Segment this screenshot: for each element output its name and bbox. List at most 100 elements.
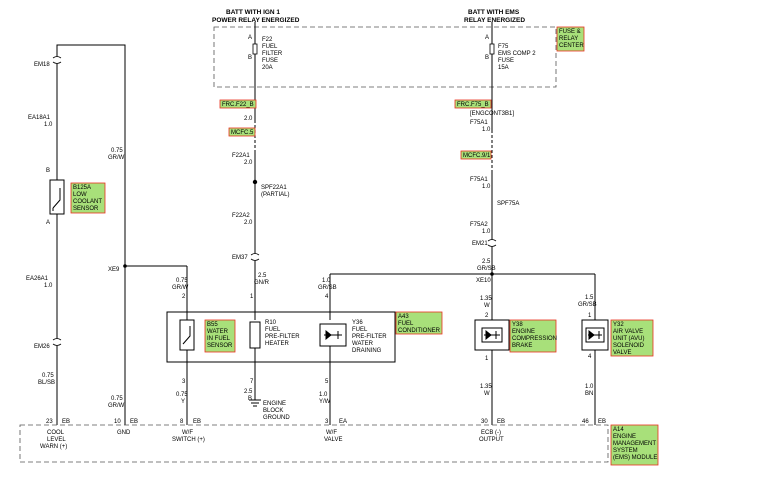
y36-label-3: PRE-FILTER bbox=[352, 334, 387, 340]
y32-in-gauge: 1.5 bbox=[585, 295, 594, 301]
y36-label-5: DRAINING bbox=[352, 348, 382, 354]
spf22a1-splice bbox=[252, 179, 258, 185]
y36-pin-top: 4 bbox=[325, 294, 329, 300]
f75-pin-top: A bbox=[485, 35, 489, 41]
b55-in-gauge: 0.75 bbox=[176, 278, 188, 284]
y38-tag: Y38 ENGINE COMPRESSION BRAKE bbox=[509, 319, 557, 353]
em21-connector bbox=[487, 239, 497, 247]
a43-tag-3: CONDITIONER bbox=[398, 328, 441, 334]
a43-tag-2: FUEL bbox=[398, 321, 414, 327]
fuel-conditioner-tag: A43 FUEL CONDITIONER bbox=[395, 311, 443, 335]
f75-branch-wiring bbox=[329, 100, 596, 320]
b125a-pin-b: B bbox=[46, 168, 50, 174]
r10-pin-top: 1 bbox=[250, 294, 254, 300]
grw-top-gauge: 0.75 bbox=[111, 148, 123, 154]
fuse-f75: A B F75 EMS COMP 2 FUSE 15A bbox=[485, 22, 536, 100]
ecm-pin-46-num: 46 bbox=[582, 419, 589, 425]
ea18a1-gauge: 1.0 bbox=[44, 122, 53, 128]
grw-top-color: GR/W bbox=[108, 155, 125, 161]
y38-in-gauge: 1.35 bbox=[480, 296, 492, 302]
xe10-label: XE10 bbox=[476, 278, 491, 284]
y38-pin-bottom: 1 bbox=[485, 356, 489, 362]
ecm-pin-10-label: GND bbox=[117, 430, 131, 436]
f22-label-1: F22 bbox=[262, 37, 273, 43]
fuse-f22: A B F22 FUEL FILTER FUSE 20A bbox=[248, 22, 283, 100]
ea26a1-label: EA26A1 bbox=[26, 276, 49, 282]
y32-solenoid-symbol bbox=[581, 319, 609, 425]
spf22a1-label: SPF22A1 bbox=[261, 185, 287, 191]
b55-tag-2: WATER bbox=[207, 329, 229, 335]
b125a-pin-a: A bbox=[46, 220, 50, 226]
y36-in-color: GR/SB bbox=[318, 285, 337, 291]
y32-in-color: GR/SB bbox=[578, 302, 597, 308]
ecm-pin-8-label-1: W/F bbox=[182, 430, 193, 436]
y32-out-color: BN bbox=[585, 391, 593, 397]
r10-out-gauge: 2.5 bbox=[244, 389, 253, 395]
r10-pin-bottom: 7 bbox=[250, 379, 254, 385]
f75-25-gauge: 2.5 bbox=[482, 259, 491, 265]
y32-out-gauge: 1.0 bbox=[585, 384, 594, 390]
f75-frc-label: FRC.F75_B bbox=[457, 102, 489, 108]
ecm-pin-3-label-2: VALVE bbox=[324, 437, 342, 443]
ecm-pin-8-label-2: SWITCH (+) bbox=[172, 437, 205, 443]
ecm-pin-30-num: 30 bbox=[481, 419, 488, 425]
y38-tag-4: BRAKE bbox=[512, 343, 532, 349]
y38-pin-top: 2 bbox=[485, 313, 489, 319]
f75a1-gauge-a: 1.0 bbox=[482, 127, 491, 133]
y38-solenoid-symbol bbox=[474, 319, 510, 425]
ecm-pin-3-conn: EA bbox=[339, 419, 347, 425]
f22-mcfc-label: MCFC.5 bbox=[231, 130, 254, 136]
y36-out-color: Y/W bbox=[319, 399, 331, 405]
y38-tag-1: Y38 bbox=[512, 322, 523, 328]
y32-tag-2: AIR VALVE bbox=[613, 329, 643, 335]
fuse-relay-tag-line1: FUSE & bbox=[559, 29, 581, 35]
f22a2-gauge: 2.0 bbox=[244, 220, 253, 226]
f22a1-label: F22A1 bbox=[232, 153, 250, 159]
conditioner-output-wiring bbox=[56, 362, 331, 425]
y32-pin-top: 1 bbox=[588, 313, 592, 319]
f22-pin-top: A bbox=[248, 35, 252, 41]
ground-label-3: GROUND bbox=[263, 415, 290, 421]
b55-out-gauge: 0.75 bbox=[176, 392, 188, 398]
f75-mcfc-label: MCFC.9/1 bbox=[463, 153, 491, 159]
a14-tag-2: ENGINE bbox=[613, 434, 636, 440]
blsb-gauge: 0.75 bbox=[42, 373, 54, 379]
f22-pin-bottom: B bbox=[248, 55, 252, 61]
ems-module-box bbox=[19, 424, 609, 463]
grw-bot-gauge: 0.75 bbox=[111, 396, 123, 402]
b55-pin-top: 2 bbox=[182, 294, 186, 300]
f75-label-4: 15A bbox=[498, 65, 509, 71]
r10-label-3: PRE-FILTER bbox=[265, 334, 300, 340]
f75-25-color: GR/SB bbox=[477, 266, 496, 272]
y32-tag-5: VALVE bbox=[613, 350, 631, 356]
left-connectors bbox=[52, 56, 62, 346]
ecm-pin-30-label-1: ECB (-) bbox=[481, 430, 501, 436]
header-ems-line1: BATT WITH EMS bbox=[468, 9, 520, 16]
r10-label-2: FUEL bbox=[265, 327, 281, 333]
ecm-pin-30: 30 EB ECB (-) OUTPUT bbox=[479, 419, 505, 443]
y38-in-color: W bbox=[484, 303, 490, 309]
em26-label: EM26 bbox=[34, 344, 50, 350]
y38-out-color: W bbox=[484, 391, 490, 397]
y36-label-4: WATER bbox=[352, 341, 374, 347]
b55-tag-4: SENSOR bbox=[207, 343, 233, 349]
spf22a1-partial: (PARTIAL) bbox=[261, 192, 289, 198]
coolant-tag-1: B125A bbox=[73, 185, 91, 191]
ground-label-1: ENGINE bbox=[263, 401, 286, 407]
ecm-pin-3: 3 EA W/F VALVE bbox=[324, 419, 347, 443]
y38-tag-2: ENGINE bbox=[512, 329, 535, 335]
f22-25-color: GN/R bbox=[254, 280, 270, 286]
f22-label-2: FUEL bbox=[262, 44, 278, 50]
f22-label-4: FUSE bbox=[262, 58, 278, 64]
f75a1-gauge-b: 1.0 bbox=[482, 184, 491, 190]
r10-heater-symbol bbox=[249, 321, 261, 362]
header-ign-line2: POWER RELAY ENERGIZED bbox=[212, 17, 300, 24]
f75-frc-tag: FRC.F75_B bbox=[454, 99, 492, 109]
f75a1-label-b: F75A1 bbox=[470, 177, 488, 183]
em37-label: EM37 bbox=[232, 255, 248, 261]
f22-frc-tag: FRC.F22_B bbox=[219, 99, 257, 109]
grw-bot-color: GR/W bbox=[108, 403, 125, 409]
em18-label: EM18 bbox=[34, 62, 50, 68]
y36-in-gauge: 1.0 bbox=[322, 278, 331, 284]
r10-label-4: HEATER bbox=[265, 341, 290, 347]
